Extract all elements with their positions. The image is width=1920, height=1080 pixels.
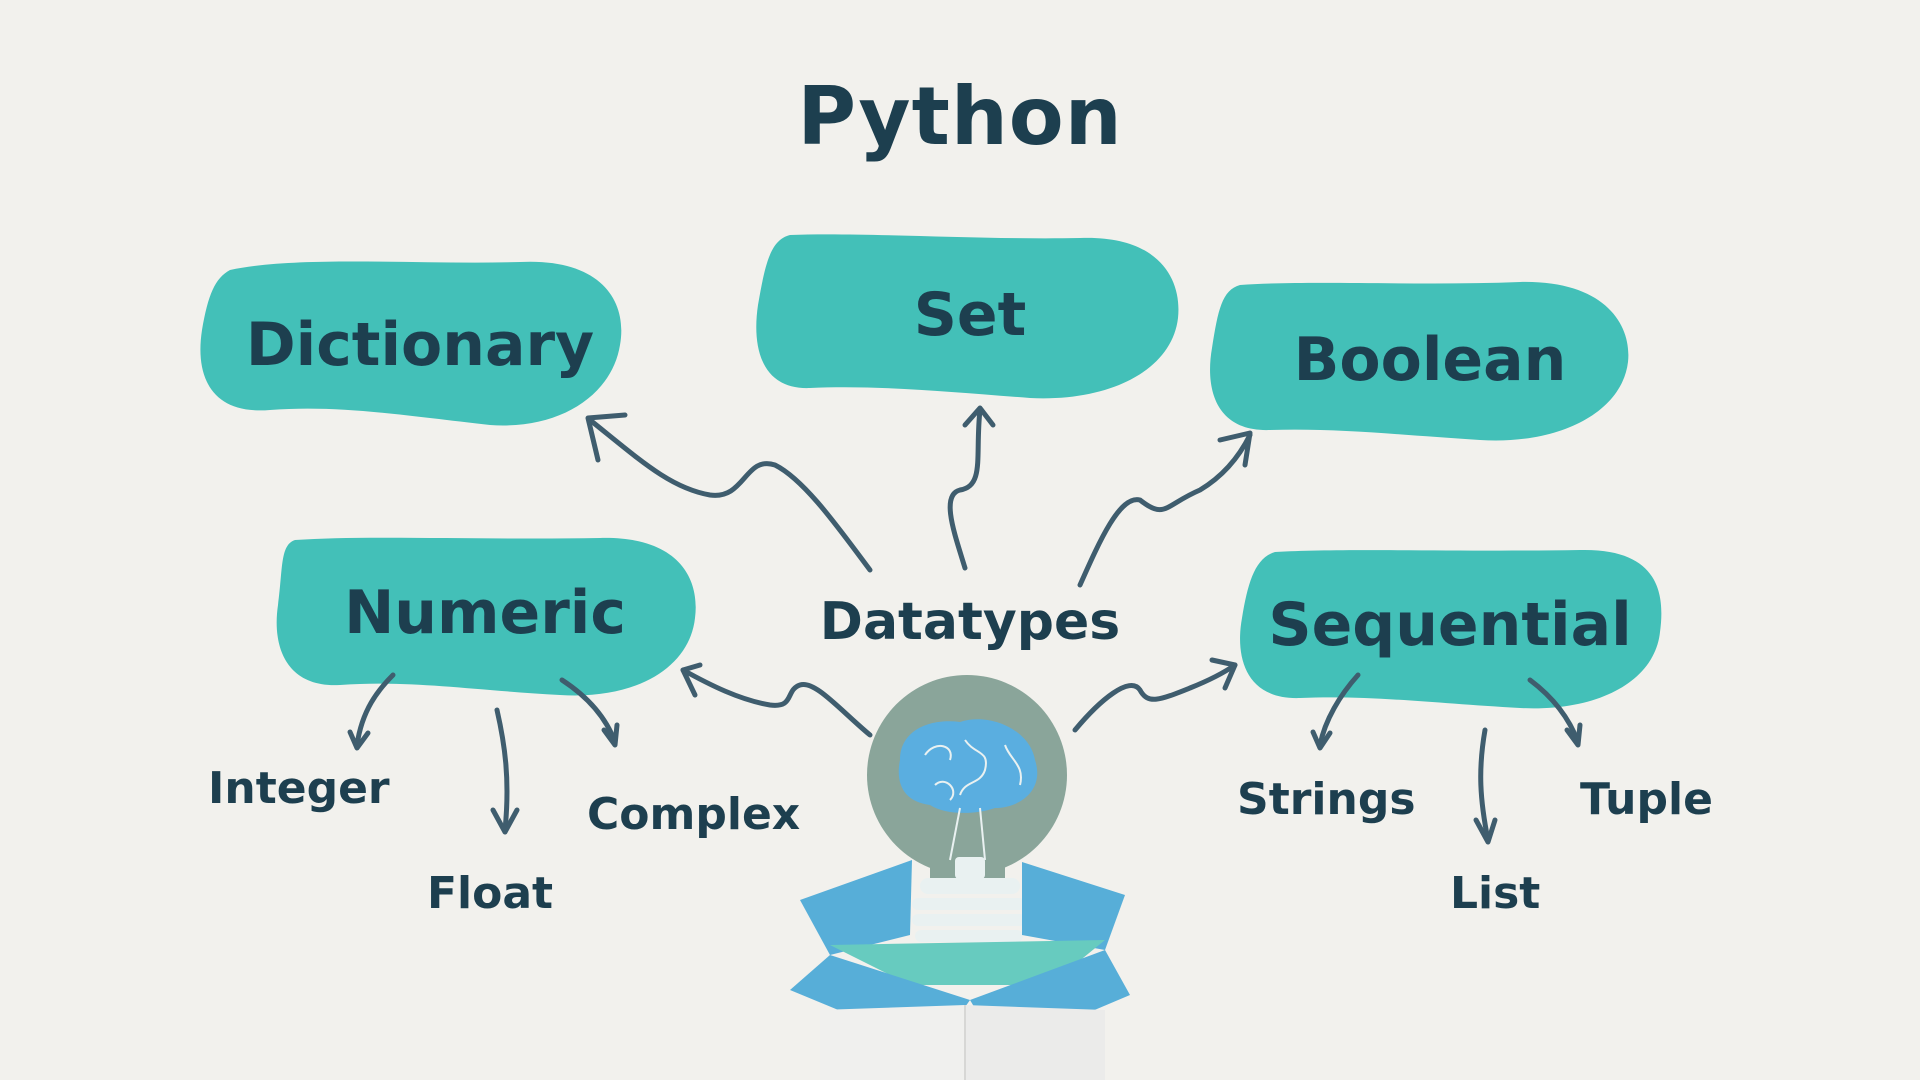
center-label: Datatypes — [819, 592, 1121, 652]
set-blob — [756, 234, 1179, 399]
arrow-head-integer — [347, 729, 371, 751]
numeric-label: Numeric — [344, 578, 626, 648]
dictionary-label: Dictionary — [245, 310, 595, 380]
sequential-label: Sequential — [1268, 590, 1632, 660]
open-box-icon — [790, 860, 1130, 1080]
connector-arrows — [347, 405, 1583, 845]
arrow-head-list — [1473, 817, 1498, 845]
lightbulb-brain-icon — [867, 675, 1067, 969]
arrow-to-float — [494, 707, 510, 833]
boolean-label: Boolean — [1293, 325, 1567, 395]
arrow-to-tuple — [1527, 677, 1581, 745]
arrow-to-strings — [1317, 672, 1361, 748]
numeric-child-integer: Integer — [208, 763, 390, 814]
set-label: Set — [913, 280, 1027, 350]
arrow-head-numeric — [680, 662, 703, 698]
numeric-child-float: Float — [427, 868, 554, 919]
sequential-child-list: List — [1450, 868, 1541, 919]
sequential-blob — [1240, 549, 1662, 709]
boolean-blob — [1210, 281, 1629, 441]
sequential-child-strings: Strings — [1237, 774, 1416, 825]
arrow-to-boolean — [1077, 432, 1253, 588]
numeric-blob — [276, 537, 696, 696]
arrow-to-set — [947, 407, 983, 571]
arrow-to-complex — [559, 677, 618, 745]
numeric-child-complex: Complex — [587, 789, 801, 840]
page-title: Python — [797, 70, 1123, 163]
arrow-head-dictionary — [585, 412, 628, 463]
arrow-to-numeric — [680, 667, 873, 738]
arrow-head-boolean — [1217, 430, 1253, 468]
arrow-head-sequential — [1209, 657, 1238, 691]
arrow-to-dictionary — [587, 417, 873, 573]
arrow-to-sequential — [1072, 662, 1238, 733]
arrow-to-list — [1478, 727, 1491, 843]
arrow-head-tuple — [1564, 722, 1583, 748]
dictionary-blob — [200, 261, 622, 426]
arrow-head-set — [962, 405, 996, 428]
sequential-child-tuple: Tuple — [1580, 774, 1713, 825]
arrow-to-integer — [354, 672, 396, 748]
arrow-head-float — [490, 807, 520, 835]
arrow-head-complex — [601, 722, 620, 748]
arrow-head-strings — [1310, 729, 1333, 751]
